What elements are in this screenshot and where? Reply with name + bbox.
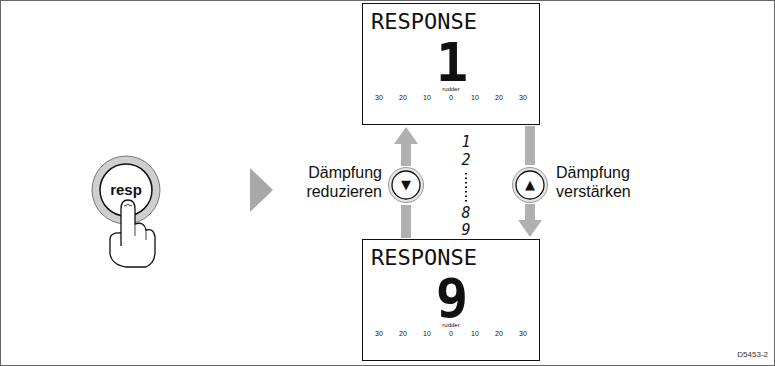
pointer-triangle xyxy=(250,168,273,212)
scale-number: 10 xyxy=(467,94,483,102)
level-number: 1 xyxy=(456,134,476,151)
action-label: Dämpfung verstärken xyxy=(556,163,666,201)
arrow-shaft xyxy=(401,205,411,238)
scale-number: 10 xyxy=(419,94,435,102)
scale-number: 20 xyxy=(491,330,507,338)
level-number: 2 xyxy=(456,152,476,169)
level-number: 9 xyxy=(456,222,476,239)
plus-button: ▲ xyxy=(512,167,548,203)
lcd-display: RESPONSE9 xyxy=(362,239,540,361)
display-value: 9 xyxy=(371,270,533,328)
flow-arrow xyxy=(394,127,418,166)
scale-caption: rudder xyxy=(436,322,466,329)
flow-arrow xyxy=(518,204,542,237)
arrow-head xyxy=(394,127,418,144)
scale-caption: rudder xyxy=(436,86,466,93)
dotted-range xyxy=(465,173,467,204)
display-caption: RESPONSE xyxy=(371,246,533,270)
button-label: resp xyxy=(91,155,161,225)
figure-code: D5453-2 xyxy=(690,351,768,360)
flow-arrow xyxy=(530,126,531,165)
arrow-shaft xyxy=(525,126,535,165)
flow-arrow xyxy=(406,205,407,238)
scale-number: 10 xyxy=(467,330,483,338)
scale-number: 20 xyxy=(395,330,411,338)
scale-number: 30 xyxy=(515,94,531,102)
scale-number: 20 xyxy=(395,94,411,102)
knuckle-lines xyxy=(135,224,146,240)
arrow-shaft xyxy=(401,143,411,166)
scale-number: 10 xyxy=(419,330,435,338)
display-caption: RESPONSE xyxy=(371,10,533,34)
key-symbol: ▲ xyxy=(512,167,548,203)
fingernail xyxy=(124,205,132,207)
scale-number: 30 xyxy=(515,330,531,338)
scale-number: 0 xyxy=(443,94,459,102)
pressing-hand xyxy=(110,200,155,267)
level-number: 8 xyxy=(456,205,476,222)
scale-number: 30 xyxy=(371,330,387,338)
scale-number: 30 xyxy=(371,94,387,102)
arrow-shaft xyxy=(525,204,535,221)
minus-button: ▼ xyxy=(388,167,424,203)
action-label: Dämpfung reduzieren xyxy=(282,163,382,201)
resp-button: resp xyxy=(91,155,161,225)
lcd-display: RESPONSE1 xyxy=(362,3,540,125)
arrow-head xyxy=(518,220,542,237)
key-symbol: ▼ xyxy=(388,167,424,203)
scale-number: 20 xyxy=(491,94,507,102)
scale-number: 0 xyxy=(443,330,459,338)
display-value: 1 xyxy=(371,34,533,92)
